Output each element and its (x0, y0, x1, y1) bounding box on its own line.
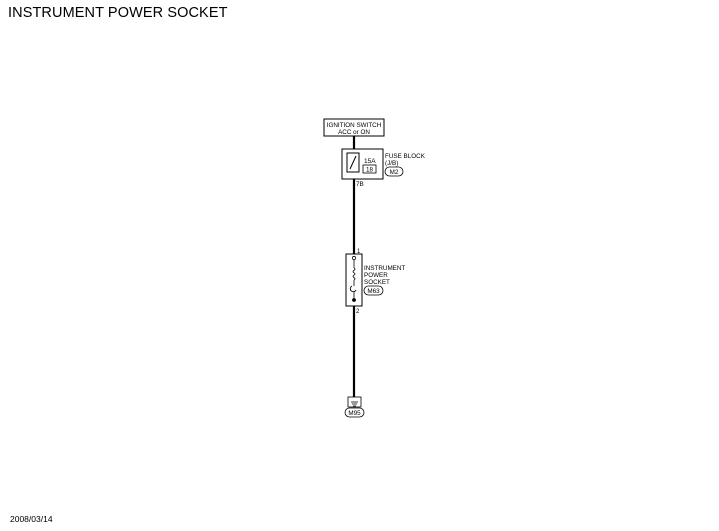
fuse-block-jb-label: (J/B) (385, 160, 398, 167)
socket-terminal-top (351, 255, 357, 261)
socket-terminal-bottom (352, 298, 356, 302)
socket-label-line1: INSTRUMENT (364, 265, 405, 272)
connector-badge-m95 (344, 407, 365, 418)
fuse-block: 15A 18 (341, 148, 384, 180)
fuse-rating: 15A (364, 158, 376, 165)
connector-m63-label: M63 (367, 288, 380, 295)
ignition-switch-box: IGNITION SWITCH ACC or ON (323, 118, 385, 137)
diagram-title: INSTRUMENT POWER SOCKET (8, 5, 228, 21)
fuse-element (349, 155, 357, 170)
fuse-number: 18 (366, 167, 374, 174)
fuse-number-box (362, 164, 377, 174)
socket-label-line3: SOCKET (364, 279, 390, 286)
socket-pin-2: 2 (356, 309, 360, 315)
ignition-switch-label: IGNITION SWITCH (327, 122, 382, 129)
socket-label-line2: POWER (364, 272, 388, 279)
connector-badge-m63 (363, 285, 384, 296)
ignition-mode-label: ACC or ON (338, 129, 370, 136)
connector-m2-label: M2 (390, 169, 399, 176)
diagram-date: 2008/03/14 (10, 514, 53, 524)
ground-icon (347, 396, 362, 408)
socket-pin-1: 1 (357, 249, 361, 255)
power-socket: 1 2 (345, 249, 363, 315)
fuse-terminal-label: 7B (356, 181, 364, 188)
socket-heating-element (352, 267, 356, 281)
socket-contact-symbol (349, 285, 357, 293)
connector-m95-label: M95 (348, 410, 361, 417)
connector-badge-m2 (384, 166, 404, 177)
fuse-block-label: FUSE BLOCK (385, 153, 426, 160)
